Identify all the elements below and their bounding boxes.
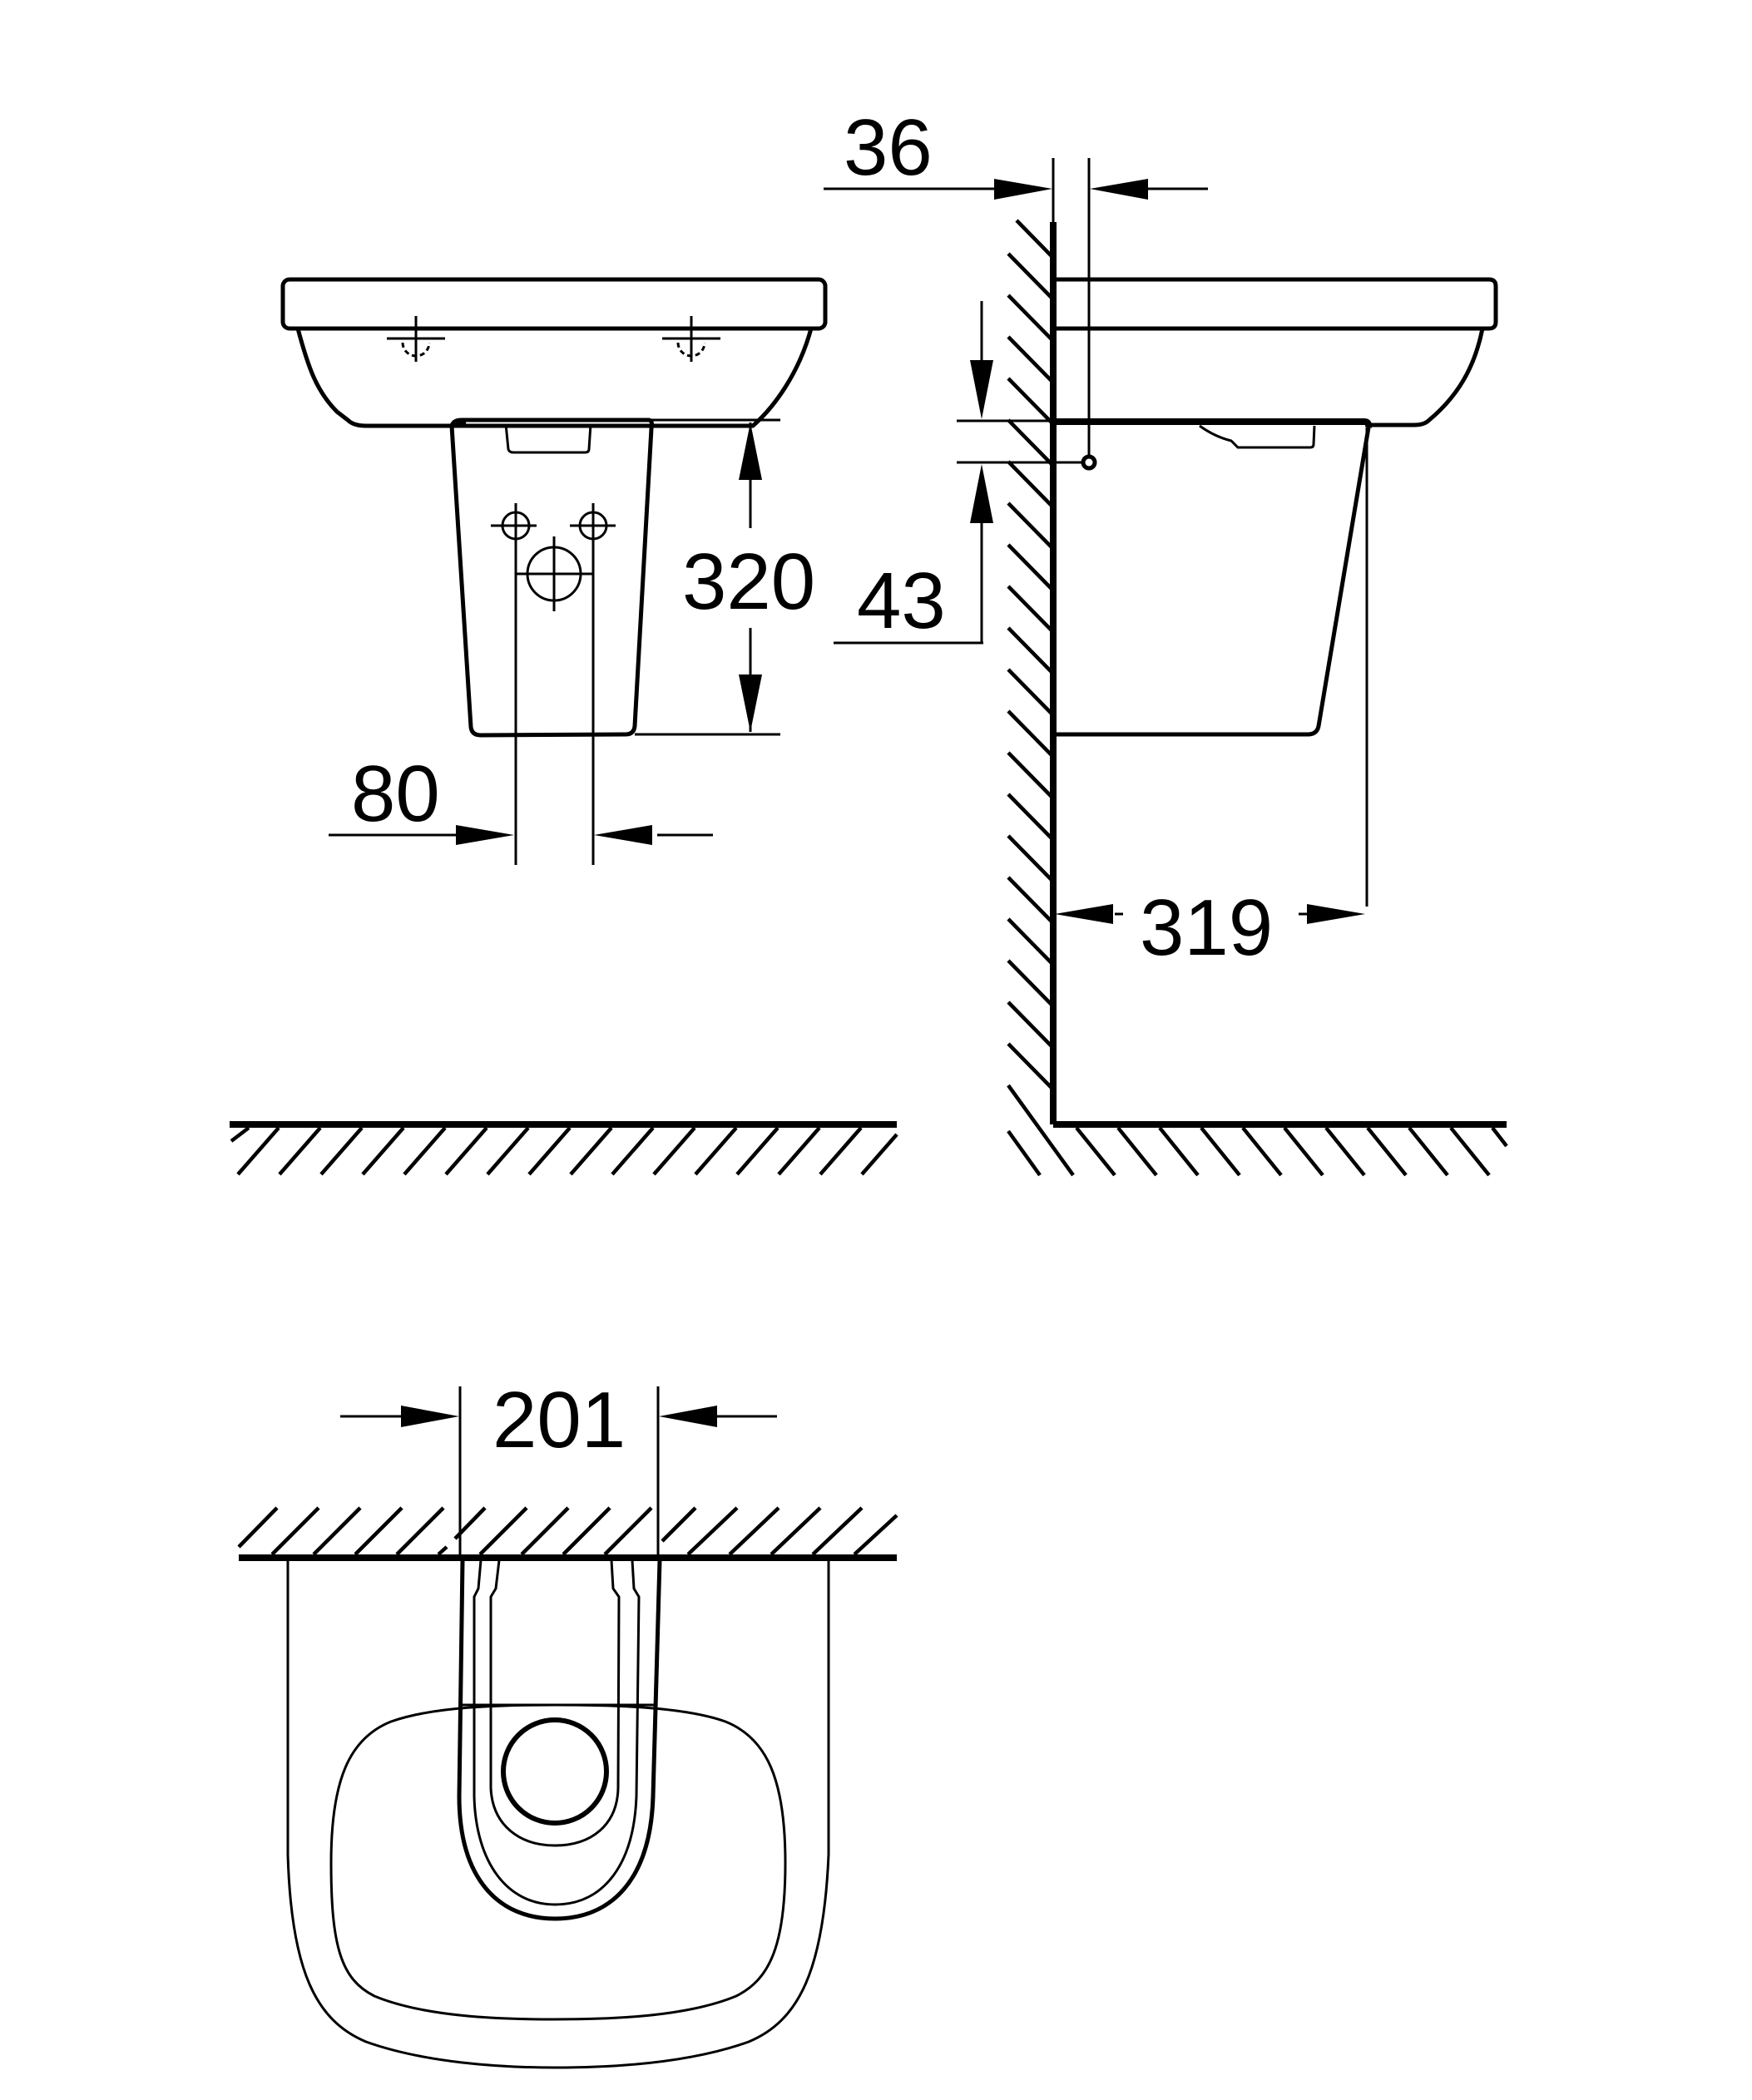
front-tap-hole-right <box>662 316 720 362</box>
plan-bowl <box>329 1703 787 2021</box>
front-supply-hole-left <box>491 511 537 541</box>
plan-pedestal-mid <box>473 1559 641 1906</box>
side-basin-rim <box>1055 277 1498 331</box>
dim-label-43: 43 <box>857 556 946 645</box>
front-pedestal-notch <box>504 423 592 454</box>
dim-fixing-offset: 43 <box>834 301 1081 645</box>
side-basin-bowl <box>1368 328 1485 427</box>
side-fixing-point <box>1081 454 1097 471</box>
dim-label-320: 320 <box>682 537 815 626</box>
front-pedestal-top-edge <box>455 419 467 427</box>
dim-label-201: 201 <box>492 1376 626 1465</box>
front-basin-rim <box>280 277 828 331</box>
dim-label-319: 319 <box>1140 883 1273 972</box>
front-pedestal <box>449 418 655 738</box>
plan-drain <box>501 1717 609 1826</box>
side-floor <box>1053 1121 1508 1177</box>
front-view: 320 80 <box>230 277 898 1176</box>
dim-label-36: 36 <box>844 103 933 192</box>
front-waste-hole <box>516 536 593 611</box>
dim-tap-spacing: 80 <box>329 749 713 845</box>
plan-pedestal-inner <box>489 1559 621 1847</box>
side-pedestal-front <box>1055 427 1371 737</box>
dim-pedestal-height: 320 <box>635 418 815 736</box>
side-wall <box>1007 219 1075 1177</box>
plan-pedestal-outer <box>457 1559 662 1921</box>
side-pedestal-notch <box>1199 424 1316 449</box>
plan-view: 201 <box>237 1376 898 2069</box>
plan-basin-outline <box>286 1560 830 2069</box>
front-basin-bowl <box>295 328 814 428</box>
dim-wall-offset: 36 <box>824 103 1208 456</box>
side-view: 36 43 319 <box>824 103 1508 1177</box>
front-tap-hole-left <box>387 316 445 362</box>
plan-wall <box>237 1506 898 1561</box>
dim-pedestal-width: 201 <box>340 1376 777 1560</box>
front-floor <box>230 1121 898 1176</box>
side-pedestal <box>1055 418 1373 428</box>
dim-label-80: 80 <box>351 749 440 838</box>
dim-projection: 319 <box>1055 427 1368 972</box>
